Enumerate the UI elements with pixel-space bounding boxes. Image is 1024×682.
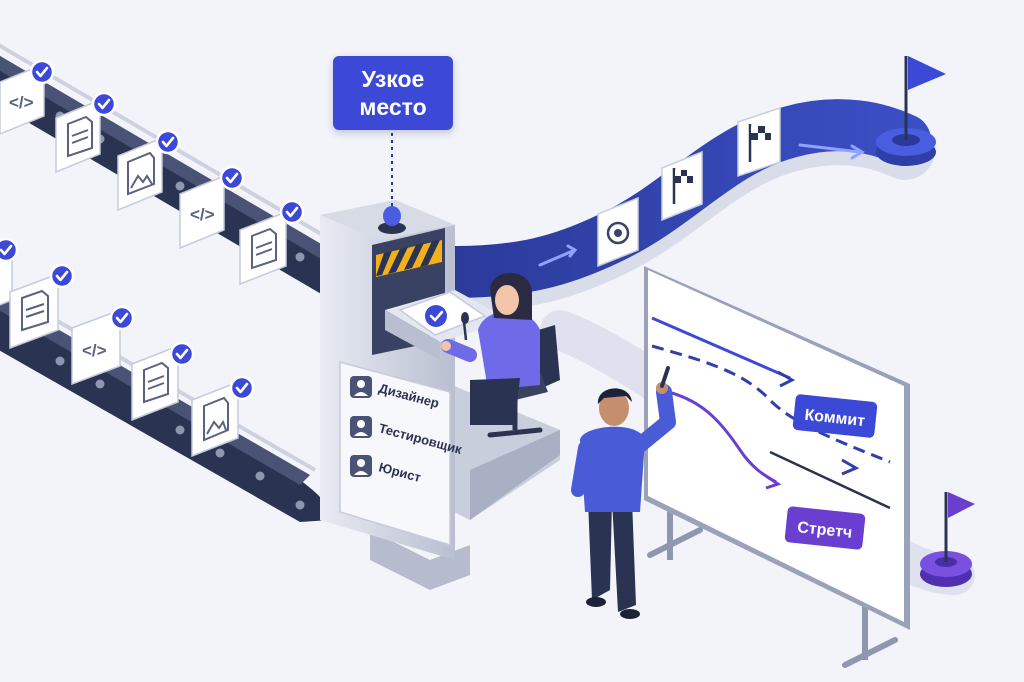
code-doc-icon: </>	[9, 93, 34, 112]
code-doc-icon: </>	[82, 341, 107, 360]
target-icon	[606, 221, 630, 245]
goal-flag-icon	[948, 492, 975, 518]
goal-flag-bottom	[920, 492, 975, 587]
doc-card-code: </>	[0, 59, 55, 135]
doc-card-image	[117, 129, 181, 212]
text-doc-icon	[143, 361, 169, 404]
role-icon-tester	[350, 416, 372, 438]
bottleneck-label: Узкое место	[333, 56, 453, 130]
code-doc-icon: </>	[190, 205, 215, 224]
siren-light-icon	[383, 206, 401, 226]
text-doc-icon	[67, 115, 93, 158]
doc-card-text	[131, 341, 195, 422]
goal-flag-top	[876, 56, 946, 166]
presenter-person	[571, 366, 676, 619]
commit-label: Коммит	[804, 407, 866, 430]
bottleneck-line1: Узкое	[361, 66, 425, 92]
text-doc-icon	[251, 227, 277, 270]
check-icon	[425, 305, 447, 327]
milestone-flag-card	[737, 106, 781, 178]
bottleneck-line2: место	[359, 94, 427, 120]
checkered-flag-icon	[672, 168, 693, 204]
milestone-target-card	[597, 196, 639, 268]
operator-person	[441, 273, 560, 438]
whiteboard: Коммит Стретч	[644, 266, 910, 668]
role-icon-lawyer	[350, 455, 372, 477]
goal-flag-icon	[908, 56, 946, 90]
milestone-flag-card	[661, 150, 703, 222]
image-doc-icon	[127, 151, 155, 196]
doc-card-text	[55, 91, 117, 174]
checkered-flag-icon	[748, 124, 771, 162]
road-arrow-icon	[538, 248, 577, 267]
microphone-icon	[461, 312, 469, 324]
doc-card-code: </>	[71, 305, 135, 386]
doc-card-text	[9, 263, 75, 350]
role-icon-designer	[350, 376, 372, 398]
stretch-label: Стретч	[797, 519, 853, 542]
text-doc-icon	[21, 289, 49, 332]
road-arrow-icon	[798, 143, 862, 154]
doc-card-image	[191, 375, 255, 458]
image-doc-icon	[203, 396, 229, 442]
doc-card-text	[239, 199, 305, 286]
doc-card-code: </>	[179, 165, 245, 250]
